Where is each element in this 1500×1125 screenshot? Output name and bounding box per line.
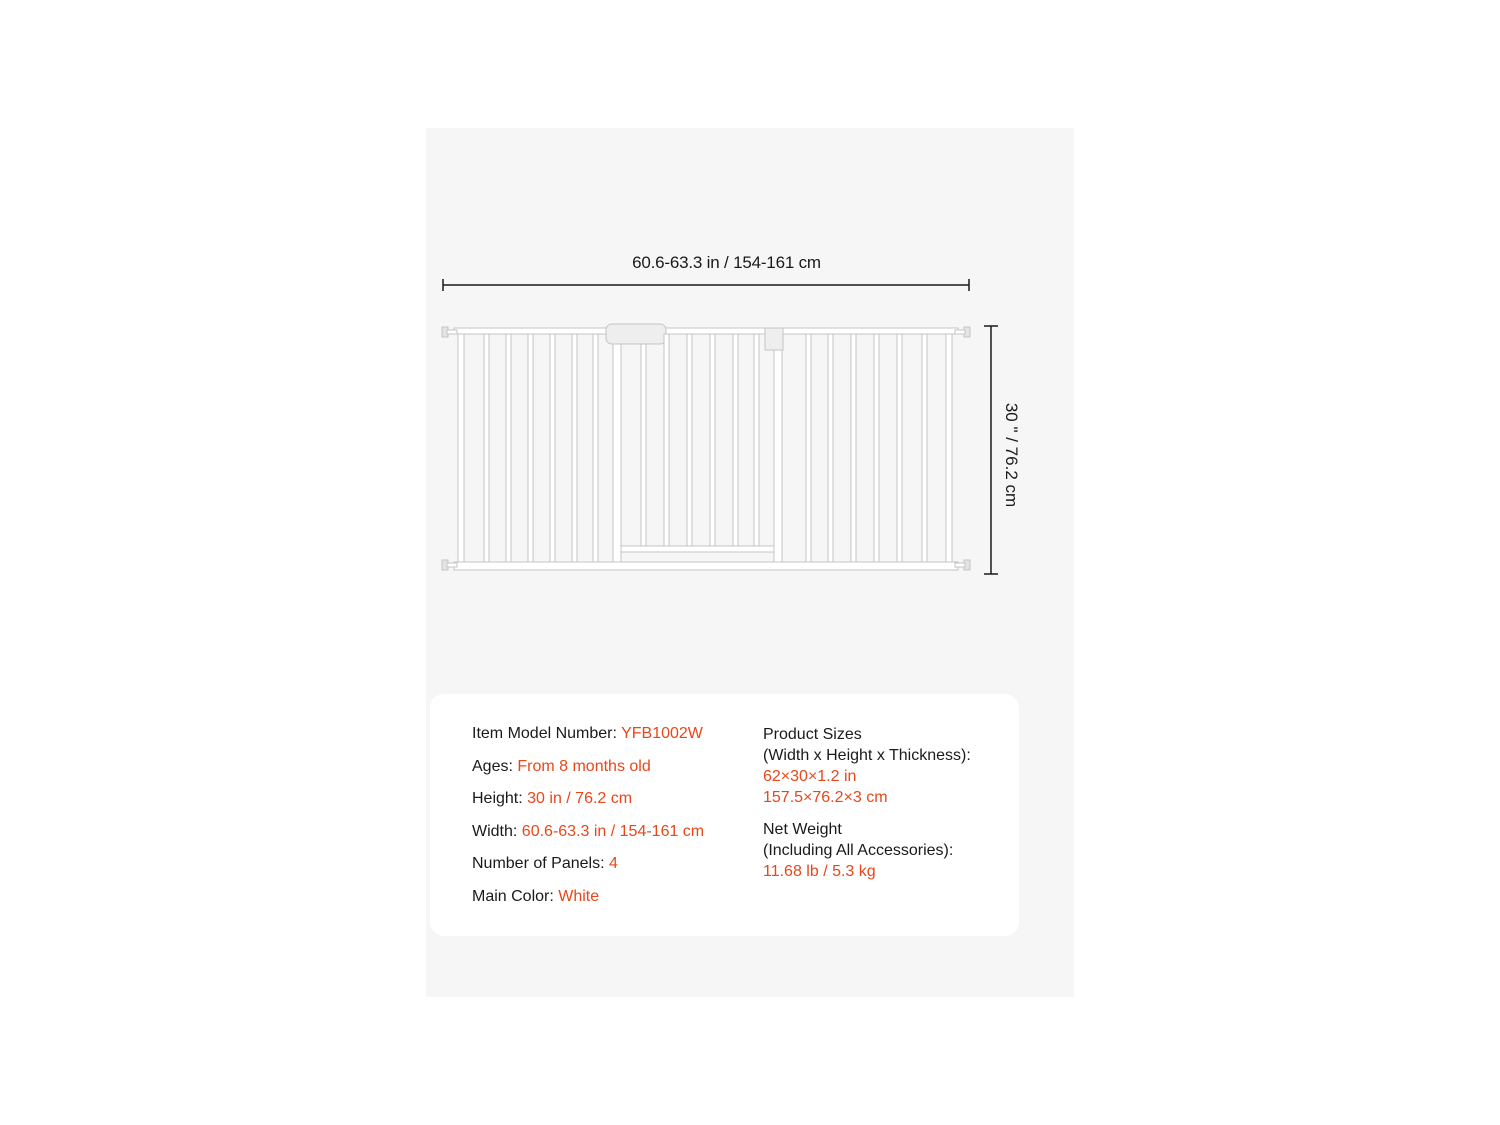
spec-value: White — [558, 887, 600, 905]
product-sizes-subtitle: (Width x Height x Thickness): — [763, 747, 971, 764]
specs-left-column: Item Model Number: YFB1002W Ages: From 8… — [472, 724, 704, 919]
net-weight-block: Net Weight (Including All Accessories): … — [763, 819, 971, 882]
spec-label: Main Color: — [472, 887, 559, 905]
spec-label: Number of Panels: — [472, 855, 609, 872]
spec-row-panels: Number of Panels: 4 — [472, 854, 704, 887]
spec-row-width: Width: 60.6-63.3 in / 154-161 cm — [472, 822, 704, 855]
spec-value: YFB1002W — [621, 725, 703, 742]
height-dimension-label: 30 " / 76.2 cm — [1002, 402, 1021, 508]
net-weight-subtitle: (Including All Accessories): — [763, 842, 954, 859]
spec-label: Width: — [472, 822, 522, 840]
specs-right-column: Product Sizes (Width x Height x Thicknes… — [763, 724, 971, 893]
net-weight-value: 11.68 lb / 5.3 kg — [763, 863, 876, 880]
product-sizes-title: Product Sizes — [763, 726, 862, 743]
spec-row-model: Item Model Number: YFB1002W — [472, 724, 704, 757]
spec-row-height: Height: 30 in / 76.2 cm — [472, 789, 704, 822]
product-sizes-inches: 62×30×1.2 in — [763, 768, 857, 785]
spec-value: 30 in / 76.2 cm — [527, 790, 633, 807]
product-sizes-cm: 157.5×76.2×3 cm — [763, 789, 888, 806]
height-dimension-line — [984, 325, 998, 575]
spec-value: 4 — [608, 855, 618, 872]
spec-label: Item Model Number: — [472, 725, 622, 742]
specifications-card: Item Model Number: YFB1002W Ages: From 8… — [430, 694, 1019, 936]
width-dimension-label: 60.6-63.3 in / 154-161 cm — [632, 253, 821, 272]
spec-value: 60.6-63.3 in / 154-161 cm — [521, 822, 705, 840]
spec-value: From 8 months old — [517, 757, 651, 775]
spec-row-ages: Ages: From 8 months old — [472, 757, 704, 790]
spec-label: Ages: — [472, 757, 518, 775]
net-weight-title: Net Weight — [763, 821, 842, 838]
baby-gate-illustration — [441, 323, 971, 571]
product-sizes-block: Product Sizes (Width x Height x Thicknes… — [763, 724, 971, 808]
width-dimension-line — [442, 279, 970, 291]
spec-label: Height: — [472, 790, 528, 807]
spec-row-color: Main Color: White — [472, 887, 704, 920]
